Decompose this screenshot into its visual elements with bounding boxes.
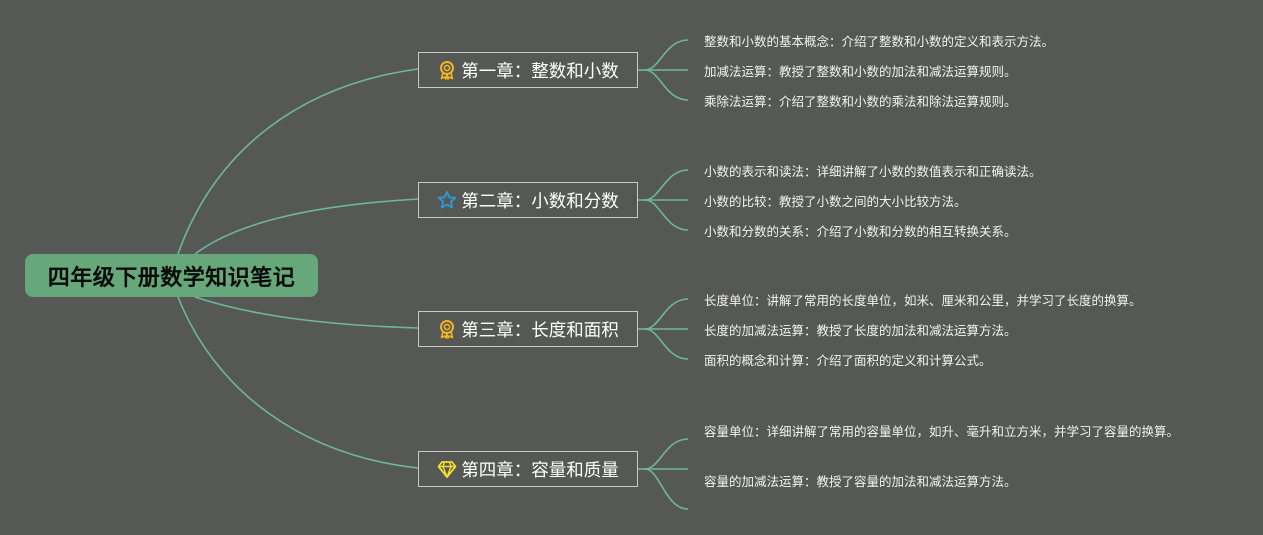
- diamond-icon: [437, 459, 457, 479]
- chapter-title: 第三章：长度和面积: [461, 320, 619, 341]
- star-outline-icon: [437, 190, 457, 210]
- chapter-node-1[interactable]: 第一章：整数和小数: [418, 52, 638, 88]
- leaf-item[interactable]: 长度的加减法运算：教授了长度的加法和减法运算方法。: [704, 323, 1017, 338]
- connector-root-ch3: [194, 296, 419, 329]
- leaf-item[interactable]: 乘除法运算：介绍了整数和小数的乘法和除法运算规则。: [704, 94, 1017, 109]
- connector-root-ch1: [177, 68, 419, 255]
- leaf-item[interactable]: 长度单位：讲解了常用的长度单位，如米、厘米和公里，并学习了长度的换算。: [704, 293, 1142, 308]
- connector-root-ch4: [177, 296, 419, 469]
- leaf-item[interactable]: 容量单位：详细讲解了常用的容量单位，如升、毫升和立方米，并学习了容量的换算。: [704, 424, 1180, 439]
- chapter-node-3[interactable]: 第三章：长度和面积: [418, 311, 638, 347]
- leaf-item[interactable]: 加减法运算：教授了整数和小数的加法和减法运算规则。: [704, 64, 1017, 79]
- leaf-item[interactable]: 容量的加减法运算：教授了容量的加法和减法运算方法。: [704, 474, 1017, 489]
- leaf-item[interactable]: 小数和分数的关系：介绍了小数和分数的相互转换关系。: [704, 224, 1017, 239]
- chapter-title: 第二章：小数和分数: [461, 191, 619, 212]
- chapter-node-2[interactable]: 第二章：小数和分数: [418, 182, 638, 218]
- root-topic[interactable]: 四年级下册数学知识笔记: [25, 254, 318, 297]
- chapter-title: 第四章：容量和质量: [461, 460, 619, 481]
- award-ribbon-icon: [437, 319, 457, 339]
- leaf-item[interactable]: 小数的比较：教授了小数之间的大小比较方法。: [704, 194, 967, 209]
- award-ribbon-icon: [437, 60, 457, 80]
- leaf-item[interactable]: 面积的概念和计算：介绍了面积的定义和计算公式。: [704, 353, 992, 368]
- chapter-title: 第一章：整数和小数: [461, 61, 619, 82]
- chapter-node-4[interactable]: 第四章：容量和质量: [418, 451, 638, 487]
- leaf-item[interactable]: 整数和小数的基本概念：介绍了整数和小数的定义和表示方法。: [704, 34, 1055, 49]
- leaf-item[interactable]: 小数的表示和读法：详细讲解了小数的数值表示和正确读法。: [704, 164, 1042, 179]
- connector-root-ch2: [194, 198, 419, 255]
